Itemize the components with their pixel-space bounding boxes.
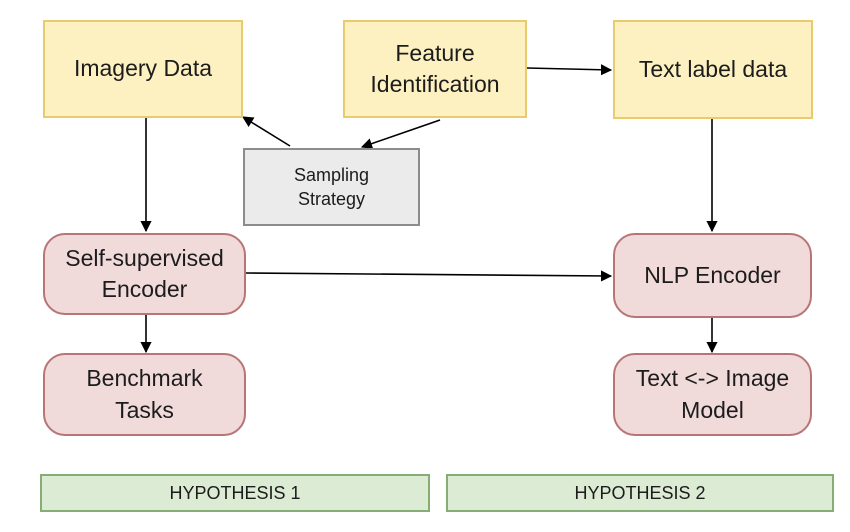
arrow-ssl-encoder-to-nlp-encoder [245, 270, 613, 282]
text-image-model-node: Text <-> Image Model [613, 353, 812, 436]
nlp-encoder-node: NLP Encoder [613, 233, 812, 318]
hypothesis-1-label: HYPOTHESIS 1 [169, 482, 301, 503]
text-image-model-label: Text <-> Image Model [635, 365, 790, 423]
self-supervised-encoder-label: Self-supervised Encoder [65, 244, 224, 302]
text-label-data-node: Text label data [613, 20, 813, 119]
hypothesis-2-bar: HYPOTHESIS 2 [446, 474, 834, 512]
self-supervised-encoder-node: Self-supervised Encoder [43, 233, 246, 315]
imagery-data-node: Imagery Data [43, 20, 243, 118]
benchmark-tasks-node: Benchmark Tasks [43, 353, 246, 436]
benchmark-tasks-label: Benchmark Tasks [86, 365, 203, 423]
feature-identification-label: Feature Identification [370, 39, 500, 97]
hypothesis-1-bar: HYPOTHESIS 1 [40, 474, 430, 512]
feature-identification-node: Feature Identification [343, 20, 527, 118]
hypothesis-2-label: HYPOTHESIS 2 [574, 482, 706, 503]
text-label-data-label: Text label data [638, 55, 788, 82]
nlp-encoder-label: NLP Encoder [644, 261, 781, 288]
imagery-data-label: Imagery Data [73, 55, 213, 82]
sampling-strategy-node: Sampling Strategy [243, 148, 420, 226]
arrow-sampling-to-imagery [242, 116, 291, 147]
arrow-feature-to-text-label [526, 64, 613, 76]
sampling-strategy-label: Sampling Strategy [293, 164, 370, 209]
arrow-feature-to-sampling [360, 119, 441, 149]
